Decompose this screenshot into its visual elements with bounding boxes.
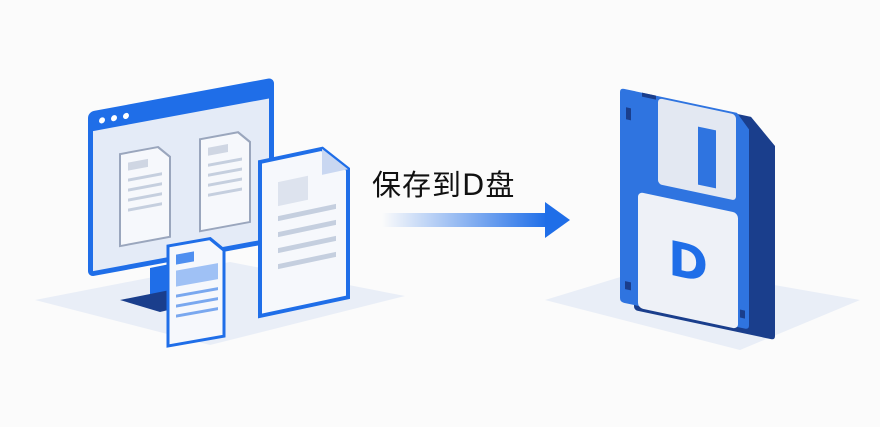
document-icon — [199, 131, 251, 233]
arrow-right-icon — [382, 202, 570, 238]
small-document-icon — [166, 236, 226, 348]
floppy-disk-icon: D — [620, 88, 775, 340]
caption-save-to-d: 保存到D盘 — [372, 168, 516, 202]
monitor-icon — [88, 78, 274, 312]
document-icon — [119, 145, 171, 248]
large-document-icon — [258, 146, 350, 319]
disk-label: D — [668, 231, 708, 295]
